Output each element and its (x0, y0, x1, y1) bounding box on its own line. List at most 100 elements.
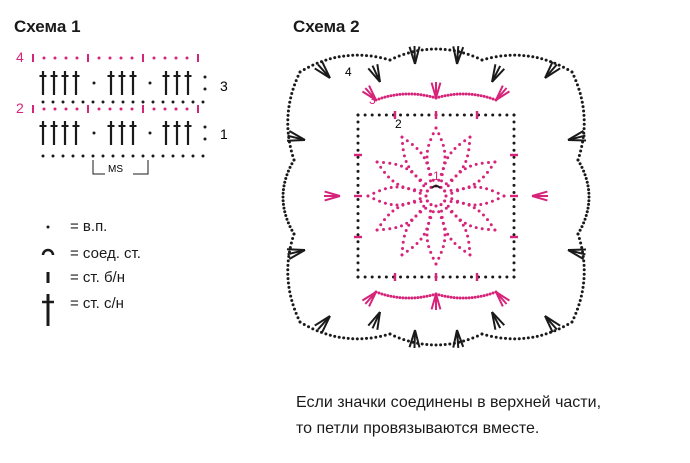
petal-chain-dot (427, 167, 431, 171)
outer-chain-dot (286, 113, 290, 117)
petal-chain-dot (443, 161, 447, 165)
chain-dot (498, 275, 502, 279)
outer-chain-dot (587, 188, 591, 192)
outer-chain-dot (286, 259, 290, 263)
outer-chain-dot (302, 322, 306, 326)
chain-dot (64, 56, 68, 60)
outer-chain-dot (374, 290, 378, 294)
petal-chain-dot (443, 155, 447, 159)
outer-chain-dot (531, 55, 535, 59)
outer-chain-dot (580, 246, 584, 250)
outer-chain-dot (294, 79, 298, 83)
chain-dot (406, 113, 410, 117)
petal-chain-dot (383, 187, 387, 191)
outer-chain-dot (383, 293, 387, 297)
outer-chain-dot (281, 191, 285, 195)
petal-chain-dot (400, 246, 404, 250)
petal-chain-dot (425, 161, 429, 165)
outer-chain-dot (428, 94, 432, 98)
petal-chain-dot (439, 179, 443, 183)
outer-chain-dot (292, 158, 296, 162)
outer-chain-dot (294, 311, 298, 315)
petal-chain-dot (429, 209, 433, 213)
chain-dot (185, 107, 189, 111)
petal-chain-dot (453, 147, 457, 151)
outer-chain-dot (508, 337, 512, 341)
petal-chain-dot (405, 249, 409, 253)
outer-chain-dot (388, 332, 392, 336)
petal-chain-dot (387, 213, 391, 217)
petal-chain-dot (389, 185, 393, 189)
petal-chain-dot (461, 187, 465, 191)
repeat-bracket-left (92, 160, 105, 175)
chain-dot (75, 107, 79, 111)
outer-chain-dot (290, 92, 294, 96)
petal-chain-dot (444, 182, 448, 186)
chain-dot (163, 107, 167, 111)
chain-dot (174, 56, 178, 60)
petal-chain-dot (399, 164, 403, 168)
petal-chain-dot (486, 160, 490, 164)
outer-chain-dot (434, 96, 438, 100)
petal-chain-dot (425, 233, 429, 237)
petal-chain-dot (446, 232, 450, 236)
outer-chain-dot (461, 296, 465, 300)
chain-dot (356, 148, 360, 152)
double-crochet-mark (414, 46, 421, 65)
outer-chain-dot (443, 294, 447, 298)
outer-chain-dot (587, 199, 591, 203)
scheme-1-chart (32, 54, 207, 175)
outer-chain-dot (285, 217, 289, 221)
outer-chain-dot (578, 92, 582, 96)
petal-chain-dot (446, 156, 450, 160)
petal-chain-dot (375, 160, 379, 164)
outer-chain-dot (287, 285, 291, 289)
double-crochet-mark (567, 139, 587, 142)
outer-chain-dot (586, 184, 590, 188)
outer-chain-dot (286, 272, 290, 276)
petal-chain-dot (427, 143, 431, 147)
chain-dot (130, 107, 134, 111)
petal-chain-dot (466, 154, 470, 158)
petal-chain-dot (486, 228, 490, 232)
outer-chain-dot (561, 65, 565, 69)
petal-chain-dot (410, 143, 414, 147)
chain-dot (171, 154, 175, 158)
petal-chain-dot (485, 187, 489, 191)
petal-chain-dot (449, 151, 453, 155)
outer-chain-dot (286, 263, 290, 267)
petal-chain-dot (467, 203, 471, 207)
double-crochet-mark (288, 130, 306, 141)
outer-chain-dot (311, 63, 315, 67)
outer-chain-dot (287, 105, 291, 109)
outer-chain-dot (574, 311, 578, 315)
outer-chain-dot (491, 291, 495, 295)
outer-chain-dot (578, 298, 582, 302)
chain-dot (191, 154, 195, 158)
outer-chain-dot (383, 57, 387, 61)
outer-chain-dot (439, 47, 443, 51)
petal-chain-dot (400, 142, 404, 146)
outer-chain-dot (360, 53, 364, 57)
chain-dot (512, 183, 516, 187)
outer-chain-dot (369, 336, 373, 340)
chain-dot (174, 107, 178, 111)
petal-chain-dot (407, 165, 411, 169)
outer-chain-dot (419, 295, 423, 299)
outer-chain-dot (462, 51, 466, 55)
petal-chain-dot (391, 179, 395, 183)
double-crochet-mark (376, 64, 381, 83)
outer-chain-dot (420, 48, 424, 52)
double-crochet-mark (368, 85, 377, 101)
petal-chain-dot (425, 189, 429, 193)
petal-chain-dot (413, 188, 417, 192)
chain-dot (356, 169, 360, 173)
outer-chain-dot (587, 195, 591, 199)
chain-dot (384, 275, 388, 279)
outer-chain-dot (526, 336, 530, 340)
petal-chain-dot (441, 167, 445, 171)
outer-chain-dot (296, 316, 300, 320)
chain-dot (512, 268, 516, 272)
chain-dot (203, 125, 207, 129)
outer-chain-dot (288, 246, 292, 250)
